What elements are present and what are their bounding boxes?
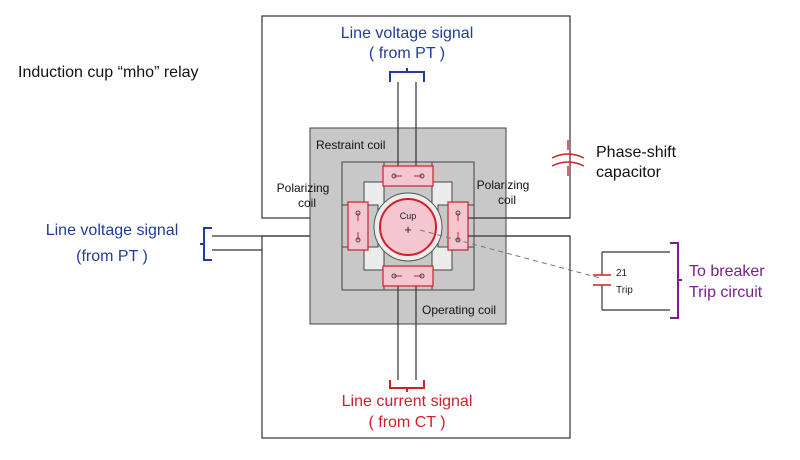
capacitor-symbol bbox=[551, 140, 585, 176]
bottom-signal-label-line2: ( from CT ) bbox=[368, 414, 445, 431]
restraint-coil-label: Restraint coil bbox=[316, 138, 385, 152]
breaker-bracket bbox=[670, 242, 682, 319]
right-polarizing-label-line2: coil bbox=[498, 193, 516, 207]
bottom-signal-label-line1: Line current signal bbox=[342, 393, 473, 410]
induction-cup bbox=[379, 198, 437, 256]
top-signal-label-line2: ( from PT ) bbox=[369, 45, 445, 62]
capacitor-label-line1: Phase-shift bbox=[596, 144, 677, 161]
operating-coil bbox=[382, 265, 434, 287]
restraint-coil bbox=[382, 165, 434, 187]
breaker-label-line2: Trip circuit bbox=[689, 284, 763, 301]
trip-contact-label: Trip bbox=[616, 285, 633, 296]
breaker-label-line1: To breaker bbox=[689, 263, 765, 280]
left-signal-bracket bbox=[200, 227, 212, 261]
left-signal-label-line2: (from PT ) bbox=[76, 248, 148, 265]
top-signal-label-line1: Line voltage signal bbox=[341, 25, 474, 42]
bottom-signal-bracket bbox=[389, 380, 425, 392]
left-polarizing-label-line2: coil bbox=[298, 196, 316, 210]
left-polarizing-coil bbox=[347, 201, 369, 251]
diagram-title: Induction cup “mho” relay bbox=[18, 64, 199, 81]
left-polarizing-label-line1: Polarizing bbox=[277, 181, 330, 195]
left-signal-label-line1: Line voltage signal bbox=[46, 222, 179, 239]
operating-coil-label: Operating coil bbox=[422, 303, 496, 317]
capacitor-label-line2: capacitor bbox=[596, 164, 662, 181]
cup-label: Cup bbox=[400, 211, 417, 221]
mechanical-link bbox=[419, 229, 601, 279]
cup-axis-symbol: + bbox=[404, 222, 412, 237]
top-signal-bracket bbox=[389, 68, 425, 82]
right-polarizing-coil bbox=[447, 201, 469, 251]
right-polarizing-label-line1: Polarizing bbox=[477, 178, 530, 192]
trip-contact-number: 21 bbox=[616, 268, 628, 279]
